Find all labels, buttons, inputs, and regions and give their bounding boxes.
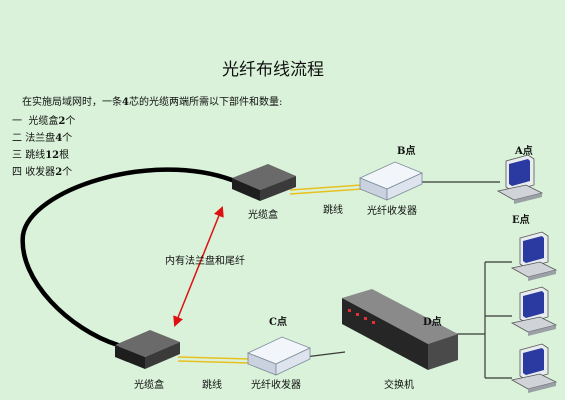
label-cable-box-top: 光缆盒 xyxy=(248,210,278,221)
intro-number: 4 xyxy=(122,97,129,108)
page-title: 光纤布线流程 xyxy=(222,60,324,80)
item-marker: 一 xyxy=(12,116,22,127)
list-item: 四 收发器2个 xyxy=(12,167,72,179)
computer-e3 xyxy=(510,343,558,393)
switch xyxy=(342,289,458,370)
item-name: 收发器 xyxy=(25,167,56,178)
item-qty: 12 xyxy=(45,150,60,161)
label-point-e: E点 xyxy=(512,215,530,226)
cable-box-top xyxy=(232,164,296,201)
list-item: 二 法兰盘4个 xyxy=(12,133,72,145)
computer-a xyxy=(496,154,544,204)
item-qty: 2 xyxy=(58,116,66,127)
item-name: 法兰盘 xyxy=(25,133,56,144)
label-point-c: C点 xyxy=(269,317,287,328)
label-transceiver-top: 光纤收发器 xyxy=(367,206,417,217)
item-unit: 个 xyxy=(65,116,76,127)
item-name: 跳线 xyxy=(25,150,46,161)
label-point-d: D点 xyxy=(423,317,442,328)
label-switch: 交换机 xyxy=(384,380,414,391)
switch-port-lights xyxy=(348,309,375,324)
label-point-a: A点 xyxy=(515,146,533,157)
network-links xyxy=(304,181,512,379)
item-marker: 四 xyxy=(12,167,22,178)
item-qty: 2 xyxy=(55,167,63,178)
transceiver-bottom xyxy=(246,336,312,376)
label-point-b: B点 xyxy=(397,146,416,157)
label-transceiver-bottom: 光纤收发器 xyxy=(251,380,301,391)
annotation-arrow xyxy=(173,206,224,327)
list-item: 三 跳线12根 xyxy=(12,150,69,162)
jumper-bottom xyxy=(177,356,251,364)
item-unit: 个 xyxy=(62,133,73,144)
transceiver-top xyxy=(358,161,424,201)
label-cable-box-bottom: 光缆盒 xyxy=(134,380,164,391)
cable-box-bottom xyxy=(115,330,180,369)
item-marker: 二 xyxy=(12,133,22,144)
intro-prefix: 在实施局域网时，一条 xyxy=(22,97,122,108)
annotation-text: 内有法兰盘和尾纤 xyxy=(165,256,245,267)
computer-e1 xyxy=(510,231,558,281)
item-marker: 三 xyxy=(12,150,22,161)
item-unit: 根 xyxy=(59,150,70,161)
fiber-cable xyxy=(20,167,235,348)
item-name: 光缆盒 xyxy=(28,116,59,127)
jumper-top xyxy=(289,184,363,195)
intro-suffix: 芯的光缆两端所需以下部件和数量: xyxy=(128,97,283,108)
item-qty: 4 xyxy=(55,133,63,144)
label-jumper-bottom: 跳线 xyxy=(202,380,222,391)
list-item: 一 光缆盒2个 xyxy=(12,116,75,128)
item-unit: 个 xyxy=(62,167,73,178)
intro-text: 在实施局域网时，一条4芯的光缆两端所需以下部件和数量: xyxy=(22,97,282,109)
computer-e2 xyxy=(510,286,558,336)
label-jumper-top: 跳线 xyxy=(323,205,343,216)
